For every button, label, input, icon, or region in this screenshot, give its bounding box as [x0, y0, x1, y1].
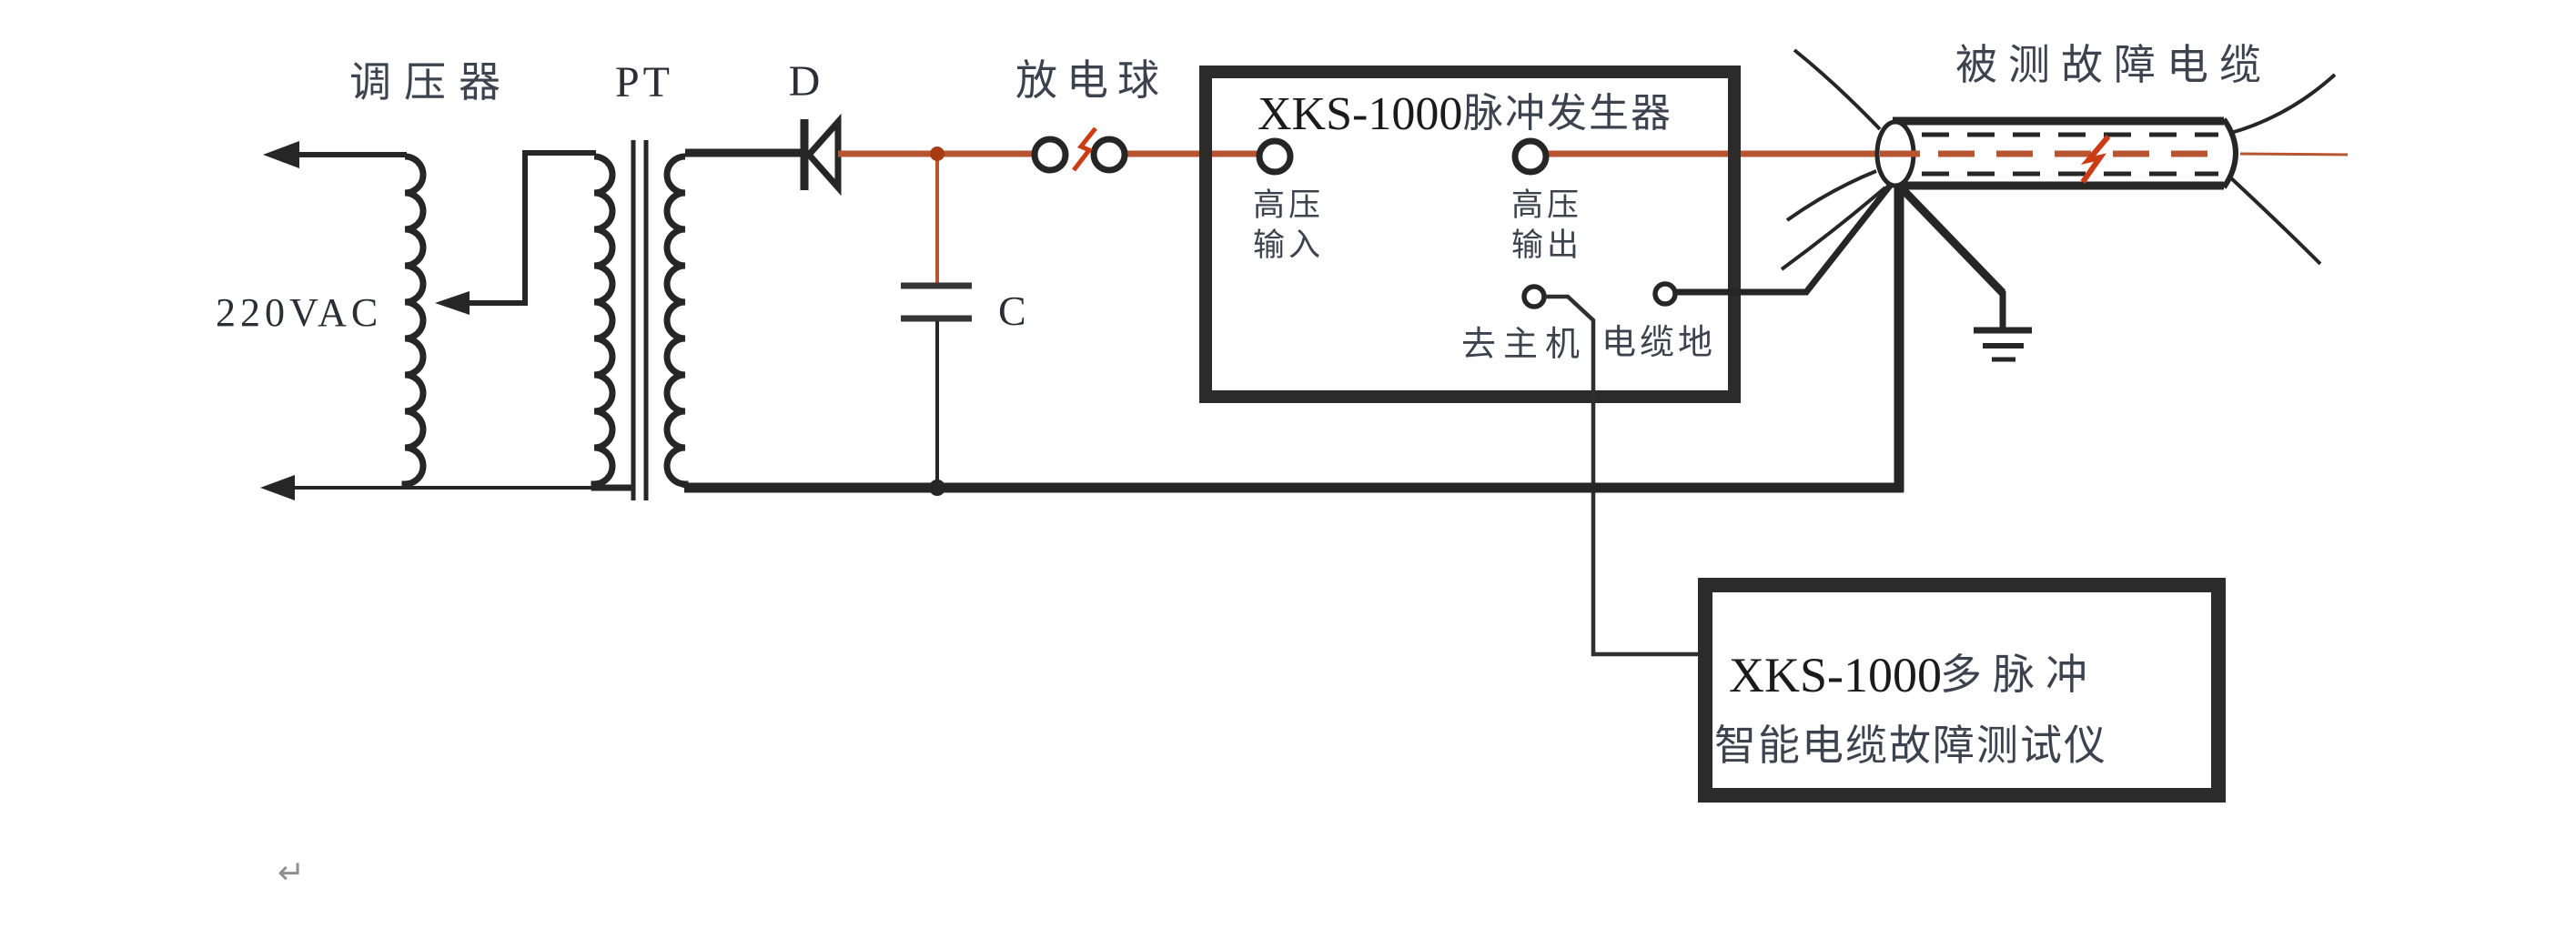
cable-core-tail-wire [2239, 152, 2349, 157]
source-label: 220VAC [216, 290, 382, 335]
discharge-ball-right [1090, 136, 1128, 174]
pulse-generator-type: 脉冲发生器 [1463, 90, 1672, 136]
ground-symbol [1895, 182, 2032, 362]
pt-secondary-coil [663, 153, 689, 488]
hv-input-label-line1: 高压 [1253, 187, 1324, 224]
pt-primary-coil [591, 153, 631, 491]
cable-ground-terminal [1652, 281, 1678, 307]
cable-shield-whiskers [1780, 48, 2337, 271]
tester-line2: 智能电缆故障测试仪 [1714, 721, 2107, 770]
spark-icon [1072, 126, 1097, 172]
to-host-label: 去主机 [1461, 324, 1587, 364]
hv-input-terminal [1256, 137, 1294, 176]
arrow-top-left-icon [263, 141, 299, 168]
whisker-left-down [1780, 186, 1887, 271]
return-mark: ↵ [278, 854, 305, 892]
to-host-terminal [1521, 284, 1547, 309]
diode-symbol [800, 113, 842, 197]
whisker-right-up [2230, 73, 2337, 135]
capacitor-symbol [901, 282, 972, 486]
hv-output-label-line1: 高压 [1511, 187, 1582, 224]
arrow-bottom-left-icon [260, 475, 295, 500]
fault-bolt-icon [2080, 135, 2111, 184]
hv-input-label-line2: 输入 [1253, 227, 1324, 264]
pulse-generator-box [1199, 66, 1741, 403]
cable-body [1893, 116, 2238, 190]
tester-line1-suffix: 多脉冲 [1940, 650, 2098, 699]
tap-wire [455, 150, 596, 306]
discharge-ball-left [1031, 136, 1069, 174]
whisker-left-up [1793, 48, 1882, 131]
hv-output-terminal [1511, 137, 1550, 176]
hv-output-label-line2: 输出 [1511, 227, 1582, 264]
capacitor-label: C [998, 288, 1026, 334]
tap-arrow-icon [435, 291, 470, 315]
to-host-wire [1545, 294, 1702, 657]
whisker-left-mid [1785, 169, 1877, 222]
pulse-generator-model: XKS-1000 [1258, 88, 1462, 140]
variac-coil [401, 153, 427, 488]
cable-ground-label: 电缆地 [1601, 322, 1716, 362]
tester-line1-model: XKS-1000 [1729, 648, 1942, 702]
tester-box [1698, 578, 2226, 803]
pt-label: PT [615, 58, 673, 106]
regulator-label: 调压器 [349, 57, 513, 106]
cable-ground-wire [1676, 178, 1896, 296]
whisker-right-down [2227, 175, 2322, 266]
diode-label: D [789, 57, 821, 106]
junction-dot-red [930, 146, 945, 161]
discharge-ball-label: 放电球 [1015, 56, 1168, 105]
cable-label: 被测故障电缆 [1955, 40, 2272, 89]
